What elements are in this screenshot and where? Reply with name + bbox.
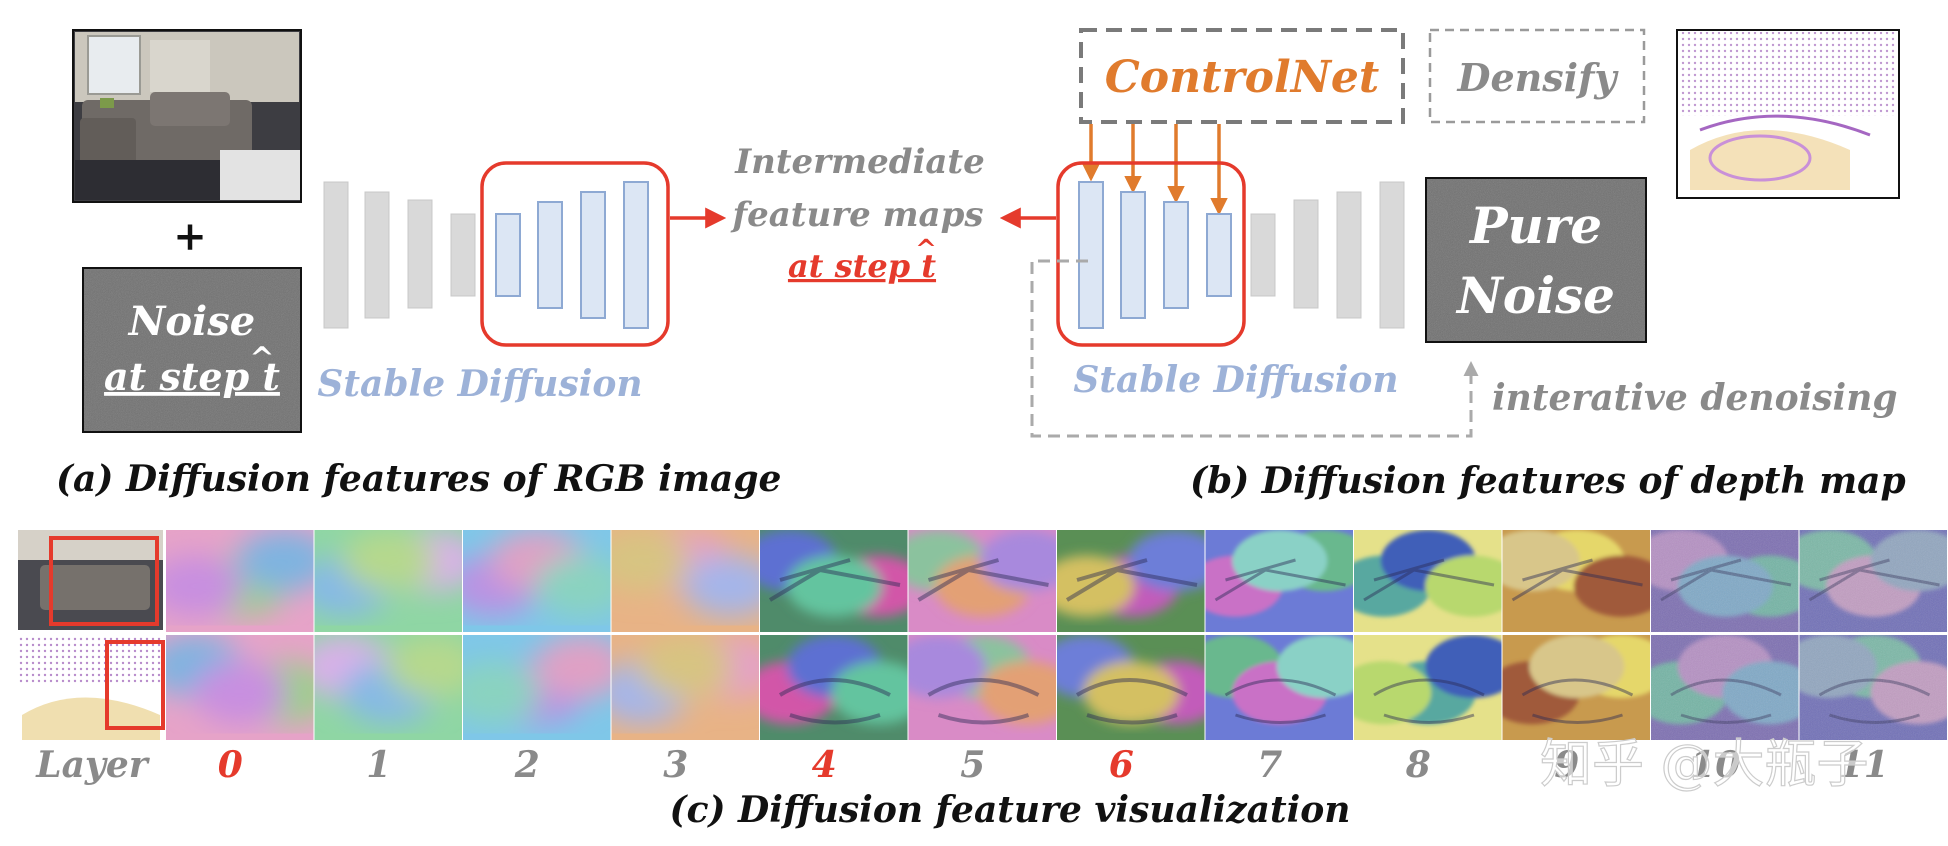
feature-map-cell	[314, 635, 462, 740]
feature-maps-step-hat: ^	[915, 235, 937, 265]
layer-number: 3	[663, 744, 688, 786]
depth-thumbnail	[18, 635, 165, 740]
depth-pointcloud-image	[1676, 29, 1900, 199]
feature-maps-line1: Intermediate	[734, 142, 985, 182]
densify-label: Densify	[1456, 55, 1619, 100]
layer-number: 7	[1257, 744, 1282, 786]
layer-number: 2	[514, 744, 540, 786]
rgb-thumbnail	[18, 530, 163, 630]
sd-encoder-blocks	[323, 181, 476, 329]
layer-labels: 0 1 2 3 4 5 6 7 8 9 10 11	[218, 744, 1889, 786]
encoder-block	[407, 199, 433, 309]
feature-map-cell	[463, 635, 611, 740]
sd-label-a: Stable Diffusion	[317, 363, 642, 405]
feature-map-cell	[314, 530, 462, 632]
encoder-block	[323, 181, 349, 329]
feature-map-cell	[1057, 635, 1205, 740]
layer-number: 1	[366, 744, 391, 786]
feature-map-cell	[611, 530, 759, 632]
decoder-block	[1206, 213, 1232, 297]
feature-maps-line2: feature maps	[730, 195, 983, 235]
feature-map-cell	[166, 530, 314, 632]
encoder-block	[364, 191, 390, 319]
densify-box: Densify	[1428, 28, 1646, 124]
feature-map-cell	[760, 635, 908, 740]
denoising-loop-arrow	[1030, 259, 1479, 438]
feature-map-cell	[1799, 530, 1947, 632]
noise-step-hat: ^	[249, 341, 274, 376]
pure-label: Pure	[1468, 196, 1602, 255]
noise-label: Noise	[127, 298, 255, 345]
feature-maps-step: at step t	[788, 247, 936, 285]
feature-map-cell	[1651, 530, 1799, 632]
encoder-block	[1250, 213, 1276, 297]
layer-number: 4	[812, 744, 837, 786]
noise-label-b: Noise	[1455, 266, 1615, 325]
layer-number: 5	[960, 744, 985, 786]
sd-decoder-highlight-a	[480, 161, 670, 347]
feature-map-cell	[908, 530, 1056, 632]
feature-map-cell	[1205, 530, 1353, 632]
layer-number: 10	[1690, 744, 1740, 786]
layer-number: 9	[1554, 744, 1579, 786]
sd-encoder-blocks-b	[1250, 181, 1405, 329]
caption-a: (a) Diffusion features of RGB image	[56, 458, 781, 500]
decoder-block	[1078, 181, 1104, 329]
rgb-room-image	[72, 29, 302, 203]
feature-map-cell	[1354, 530, 1502, 632]
controlnet-arrows	[1082, 124, 1228, 216]
feature-map-cell	[611, 635, 759, 740]
feature-map-cell	[908, 635, 1056, 740]
plus-sign: +	[173, 213, 207, 260]
caption-b: (b) Diffusion features of depth map	[1190, 460, 1906, 502]
feature-map-cell	[760, 530, 908, 632]
encoder-block	[1379, 181, 1405, 329]
controlnet-box: ControlNet	[1079, 28, 1405, 124]
decoder-block	[623, 181, 649, 329]
layer-number: 8	[1405, 744, 1431, 786]
caption-c: (c) Diffusion feature visualization	[670, 789, 1351, 831]
feature-map-cell	[463, 530, 611, 632]
noise-step-label: at step t	[104, 354, 280, 399]
noise-box: Noise at step t ^	[82, 267, 302, 433]
pure-noise-box: Pure Noise	[1425, 177, 1647, 343]
decoder-block	[495, 213, 521, 297]
layer-number: 11	[1839, 744, 1889, 786]
watermark: 知乎 @大瓶子	[1540, 735, 1869, 795]
controlnet-label: ControlNet	[1105, 52, 1379, 103]
feature-map-cell	[1205, 635, 1353, 740]
layer-number: 0	[218, 744, 243, 786]
feature-map-cell	[166, 635, 314, 740]
decoder-block	[580, 191, 606, 319]
feature-map-cell	[1651, 635, 1799, 740]
sd-decoder-highlight-b	[1056, 161, 1246, 347]
encoder-block	[1336, 191, 1362, 319]
feature-map-cell	[1799, 635, 1947, 740]
feature-visualization-grid	[166, 530, 1947, 740]
layer-axis-label: Layer	[35, 744, 150, 786]
decoder-block	[1163, 201, 1189, 309]
feature-map-cell	[1502, 530, 1650, 632]
feature-map-cell	[1502, 635, 1650, 740]
decoder-block	[1120, 191, 1146, 319]
layer-number: 6	[1109, 744, 1134, 786]
sd-label-b: Stable Diffusion	[1073, 359, 1398, 401]
feature-map-cell	[1057, 530, 1205, 632]
decoder-block	[537, 201, 563, 309]
denoising-label: interative denoising	[1492, 377, 1898, 419]
encoder-block	[450, 213, 476, 297]
encoder-block	[1293, 199, 1319, 309]
feature-map-cell	[1354, 635, 1502, 740]
feature-maps-label: Intermediate feature maps at step t ^	[730, 142, 984, 285]
